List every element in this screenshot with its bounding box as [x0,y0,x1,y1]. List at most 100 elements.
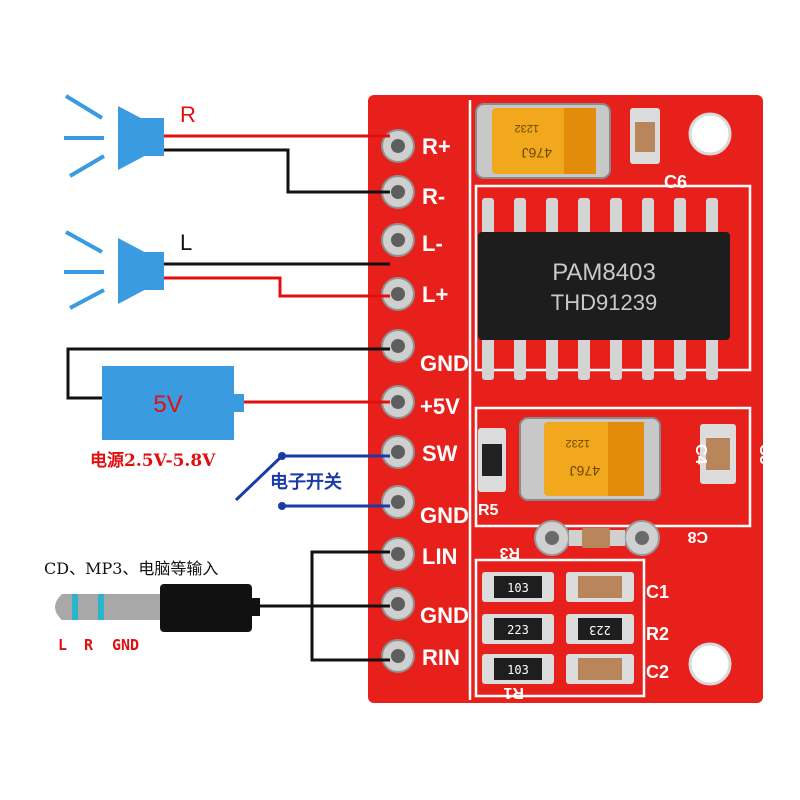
header-pin-hole-9 [391,547,405,561]
ic-leg-top-3 [546,198,558,236]
battery-voltage-label: 5V [153,391,182,418]
switch-label: 电子开关 [270,471,342,493]
audio-plug [55,584,260,632]
ic-leg-top-4 [578,198,590,236]
speaker-left-cone [118,238,152,304]
pin-label-r-plus: R+ [422,134,451,159]
ic-leg-top-2 [514,198,526,236]
ic-leg-top-8 [706,198,718,236]
ic-line1: PAM8403 [552,259,656,286]
silk-c1: C1 [646,582,669,602]
plug-labels: L R GND [58,636,139,654]
pin-label-sw: SW [422,441,458,466]
ic-leg-top-5 [610,198,622,236]
plug-shaft [55,594,160,620]
ic-leg-bottom-5 [610,336,622,380]
switch-lever [234,454,284,502]
pin-label-l-plus: L+ [422,282,448,307]
header-pin-hole-7 [391,445,405,459]
cap-mid-code: 1232 [566,437,590,449]
tantalum-cap-top: 1232 476J [475,103,611,179]
plug-ring-r [98,594,104,620]
silk-c4: C4 [692,444,709,465]
cap-mid-value: 476J [570,463,600,479]
header-pin-hole-1 [391,139,405,153]
speaker-right [64,94,164,178]
silk-mid-outline [474,406,752,528]
header-pin-hole-2 [391,185,405,199]
speaker-left-label: L [180,230,192,255]
plug-ring-l [72,594,78,620]
ic-leg-bottom-6 [642,336,654,380]
ic-leg-top-1 [482,198,494,236]
resistor-row-2: 223 223 [482,614,634,644]
cap-top-code: 1232 [515,122,539,134]
smd-cap-c4 [700,424,736,484]
ic-leg-top-6 [642,198,654,236]
silk-bottom-labels: C1 R2 C2 R1 [503,582,669,701]
header-pins [381,129,415,673]
resistor-row-3: 103 [482,654,634,684]
silk-c2: C2 [646,662,669,682]
ic-leg-top-7 [674,198,686,236]
sound-waves-right [64,94,106,178]
switch-contact-a [278,452,286,460]
pin-label-gnd-2: GND [420,503,469,528]
silk-r1: R1 [503,684,524,701]
resistor-2-code: 223 [507,623,529,637]
wire-battery-gnd [66,347,390,400]
speaker-left [64,230,164,310]
pin-label-l-minus: L- [422,231,443,256]
power-range-label: 电源2.5V-5.8V [90,450,216,471]
silk-c3: C3 [756,444,773,465]
silk-r3: R3 [499,544,520,561]
pin-label-gnd-3: GND [420,603,469,628]
ic-legs-top [482,198,718,236]
jumper-pads [534,520,660,556]
battery-terminal [234,394,244,412]
ic-leg-bottom-1 [482,336,494,380]
pin-label-5v: +5V [420,394,460,419]
header-pin-hole-4 [391,287,405,301]
ic-leg-bottom-4 [578,336,590,380]
audio-input-label: CD、MP3、电脑等输入 [44,559,218,578]
smd-cap-c6: C6 [630,108,687,192]
header-pin-hole-6 [391,395,405,409]
battery: 5V [102,366,244,440]
ic-legs-bottom [482,336,718,380]
wires [66,134,390,662]
header-pin-hole-11 [391,649,405,663]
resistor-1-code: 103 [507,581,529,595]
wire-l-plus [162,276,390,298]
resistor-3-code: 103 [507,663,529,677]
pin-label-gnd-1: GND [420,351,469,376]
ic-leg-bottom-2 [514,336,526,380]
plug-label-gnd: GND [112,636,139,654]
ic-line2: THD91239 [551,290,657,315]
pin-labels: R+ R- L- L+ GND +5V SW GND LIN GND RIN [420,134,469,670]
ic-leg-bottom-8 [706,336,718,380]
ic-leg-bottom-7 [674,336,686,380]
mounting-hole-top [688,112,732,156]
switch-contact-b [278,502,286,510]
plug-tail [252,598,260,616]
silk-r5: R5 [478,502,499,519]
wire-r-minus [162,148,390,194]
pin-label-r-minus: R- [422,184,445,209]
resistor-r5: R5 [478,428,506,519]
silk-bottom-outline [474,558,646,698]
mounting-hole-bottom [688,642,732,686]
tantalum-cap-mid: 1232 476J [519,417,661,501]
ic-pam8403: PAM8403 THD91239 [478,198,730,380]
battery-body [102,366,234,440]
plug-label-l: L [58,636,67,654]
pin-label-rin: RIN [422,645,460,670]
silk-c1-side: C1 [762,274,782,297]
silk-c6: C6 [664,172,687,192]
cap-top-value: 476J [522,145,552,161]
pin-label-lin: LIN [422,544,457,569]
small-cap-mid-code: 223 [589,623,611,637]
header-pin-hole-5 [391,339,405,353]
header-pin-hole-10 [391,597,405,611]
